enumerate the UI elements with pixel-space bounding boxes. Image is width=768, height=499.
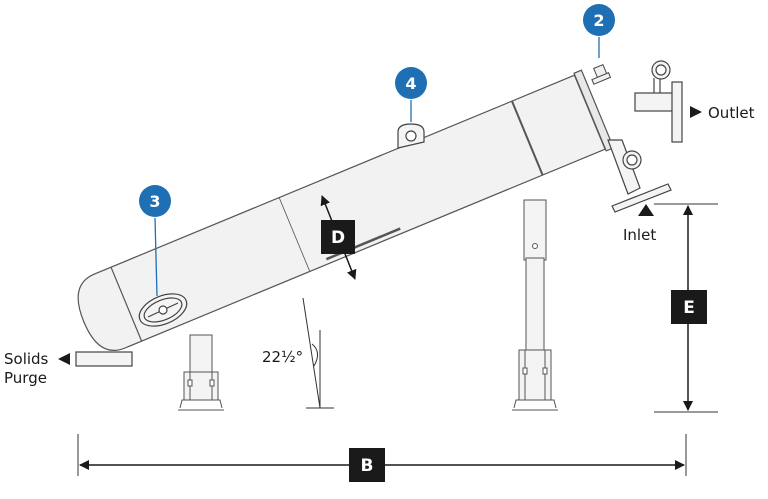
- solids-arrow-icon: [58, 353, 70, 365]
- dimension-b-label: B: [361, 456, 374, 476]
- callout-4: 4: [395, 67, 427, 122]
- callout-4-number: 4: [405, 74, 416, 93]
- dimension-e-label: E: [683, 298, 695, 318]
- top-vent: [591, 63, 612, 85]
- angle-label: 22½°: [262, 348, 303, 366]
- dimension-d-label: D: [331, 228, 345, 248]
- callout-2: 2: [583, 4, 615, 58]
- callout-3: 3: [139, 185, 171, 297]
- outlet-label: Outlet: [708, 104, 755, 122]
- lifting-lug: [397, 123, 425, 149]
- inlet-arrow-icon: [638, 204, 654, 216]
- outlet-nozzle: [634, 60, 683, 143]
- outlet-arrow-icon: [690, 106, 702, 118]
- solids-label-line2: Purge: [4, 369, 47, 387]
- callout-2-number: 2: [593, 11, 604, 30]
- inlet-nozzle: [607, 139, 672, 213]
- solids-purge-pipe: [75, 351, 133, 367]
- right-leg: [512, 199, 558, 411]
- dimension-b-box: [349, 448, 385, 482]
- dimension-d-box: [321, 220, 355, 254]
- left-leg: [178, 334, 224, 411]
- dimension-b-extents: [77, 434, 687, 476]
- solids-label-line1: Solids: [4, 350, 49, 368]
- dimension-e-extents: [654, 203, 718, 413]
- dimension-e-box: [671, 290, 707, 324]
- inspection-hatch: [138, 293, 188, 327]
- inlet-label: Inlet: [623, 226, 656, 244]
- angle-indicator: [302, 297, 334, 409]
- callout-3-number: 3: [149, 192, 160, 211]
